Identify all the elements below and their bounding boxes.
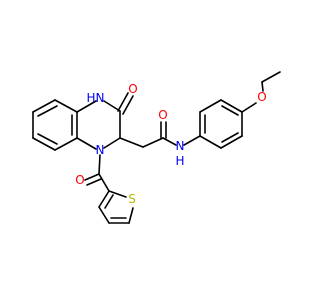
atom-label-hydrogen: H: [175, 154, 184, 168]
atom-label-nitrogen: N: [176, 139, 185, 153]
bond: [183, 135, 201, 146]
bond: [241, 102, 257, 113]
atom-label-nitrogen: N: [96, 91, 105, 105]
bond: [37, 105, 58, 117]
bond-layer: [32, 71, 281, 224]
bond: [199, 99, 222, 113]
bond: [84, 173, 100, 181]
bond: [98, 190, 110, 208]
bond: [220, 99, 243, 113]
bond: [122, 95, 134, 115]
bond: [98, 206, 110, 224]
bond: [108, 190, 127, 198]
atom-label-oxygen-amide: O: [158, 108, 167, 122]
bond: [54, 99, 78, 113]
bond: [86, 178, 102, 186]
amide-nh-group: N H: [175, 139, 184, 168]
molecule-structure-diagram: N H O O N H O N O S: [32, 71, 281, 224]
atom-label-sulfur: S: [128, 192, 136, 206]
bond: [221, 105, 239, 116]
bond: [128, 207, 134, 224]
atom-label-oxygen-ether: O: [257, 90, 266, 104]
bond: [104, 194, 114, 209]
bond: [199, 135, 222, 149]
bond: [76, 100, 97, 113]
ring-nh-group: N H: [86, 91, 104, 105]
bond: [117, 92, 129, 112]
bond: [103, 100, 121, 112]
atom-label-oxygen-lactam: O: [128, 82, 137, 96]
bond: [32, 137, 56, 151]
bond: [37, 133, 58, 145]
bond: [220, 135, 243, 149]
bond: [98, 173, 110, 192]
bond: [142, 137, 164, 148]
atom-label-hydrogen: H: [86, 91, 95, 105]
atom-labels: N H O O N H O N O S: [75, 82, 266, 206]
bond: [261, 81, 264, 92]
bond: [261, 71, 281, 83]
bond: [221, 132, 239, 143]
atom-label-nitrogen-ring: N: [96, 143, 105, 157]
bond: [76, 137, 97, 150]
atom-label-oxygen-acyl: O: [75, 173, 84, 187]
bond: [32, 99, 56, 113]
bond: [162, 137, 177, 146]
bond: [54, 137, 78, 151]
bond: [98, 154, 101, 175]
bond: [103, 137, 121, 149]
bond: [119, 137, 144, 148]
